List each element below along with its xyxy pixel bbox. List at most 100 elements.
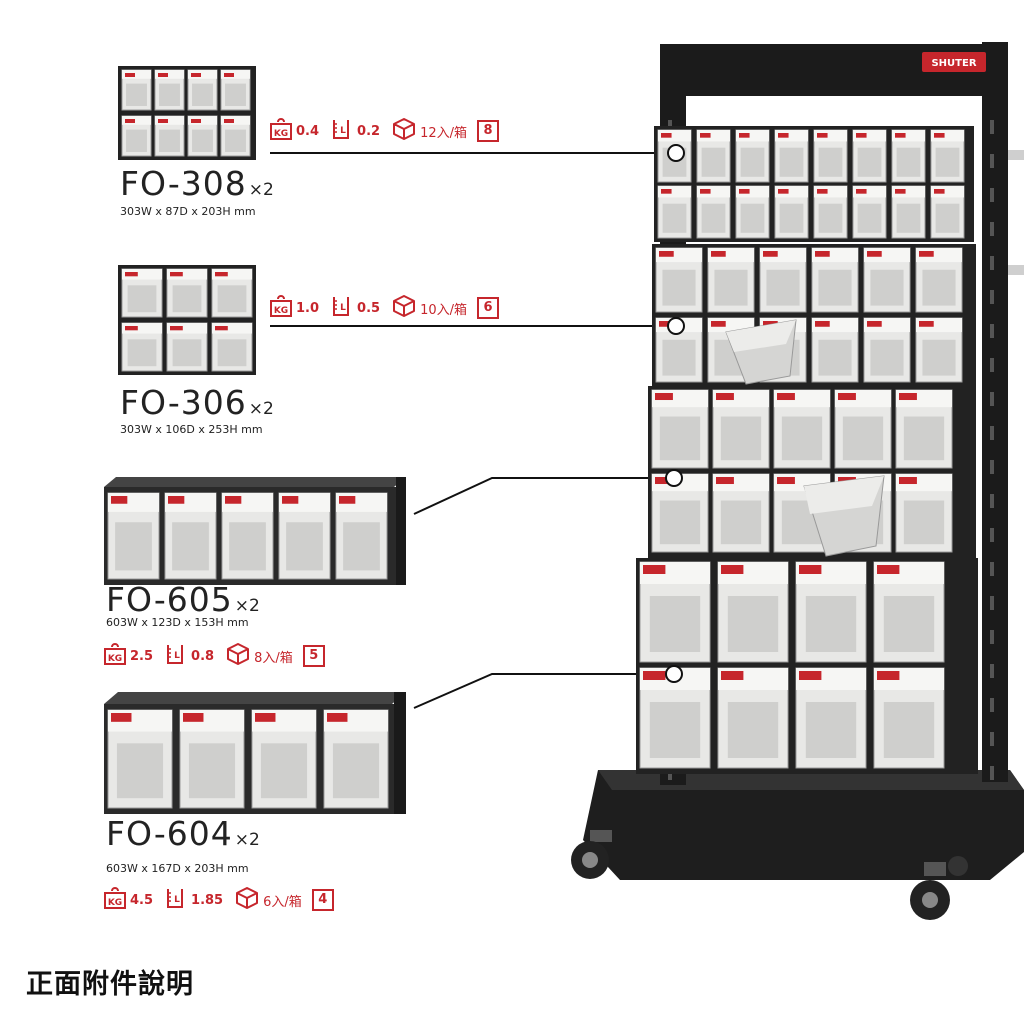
- storage-bin: [221, 492, 274, 580]
- count-badge: 4: [311, 889, 334, 911]
- rack-base: [583, 770, 1024, 880]
- fo-604-spec-row: KG 4.5 L 1.85 6入/箱 4: [104, 886, 334, 914]
- svg-text:L: L: [174, 651, 180, 661]
- storage-bin: [811, 317, 859, 383]
- fo-605-title: FO-605×2: [106, 583, 260, 616]
- storage-bin: [639, 667, 711, 769]
- storage-bin: [154, 115, 185, 157]
- storage-bin: [639, 561, 711, 663]
- kg-weight-icon: KG: [270, 295, 292, 321]
- open-drawer: [725, 319, 797, 385]
- storage-bin: [166, 322, 208, 372]
- count-badge: 6: [477, 297, 499, 319]
- storage-bin: [251, 709, 317, 809]
- storage-bin: [187, 69, 218, 111]
- fo-308-dims: 303W x 87D x 203H mm: [120, 205, 256, 218]
- storage-bin: [915, 247, 963, 313]
- storage-bin: [107, 709, 173, 809]
- fo-306-image: [118, 265, 256, 375]
- storage-bin: [795, 561, 867, 663]
- svg-text:L: L: [340, 126, 346, 136]
- carton-box-icon: [235, 886, 259, 914]
- storage-bin: [696, 129, 731, 183]
- carton-box-icon: [226, 642, 250, 670]
- carton-box-icon: [392, 117, 416, 145]
- storage-bin: [154, 69, 185, 111]
- storage-bin: [717, 561, 789, 663]
- fo-605-image: [104, 477, 406, 585]
- storage-bin: [873, 667, 945, 769]
- storage-bin: [166, 268, 208, 318]
- storage-bin: [891, 185, 926, 239]
- fo-605-spec-row: KG 2.5 L 0.8 8入/箱 5: [104, 642, 325, 670]
- caster-wheel: [910, 862, 950, 920]
- brand-logo: SHUTER: [931, 58, 976, 69]
- qty: ×2: [248, 180, 274, 200]
- storage-bin: [863, 247, 911, 313]
- storage-bin: [895, 473, 953, 553]
- volume-value: 0.8: [191, 648, 215, 664]
- qty: ×2: [234, 596, 260, 616]
- kg-weight-icon: KG: [104, 643, 126, 669]
- count-badge: 5: [302, 645, 325, 667]
- qty: ×2: [248, 399, 274, 419]
- qty: ×2: [234, 830, 260, 850]
- carton-box-icon: [392, 294, 416, 322]
- storage-bin: [930, 129, 965, 183]
- fo-306-title: FO-306×2: [120, 386, 274, 419]
- storage-bin: [811, 247, 859, 313]
- fo-306-spec-row: KG 1.0 L 0.5 10入/箱 6: [270, 294, 499, 322]
- storage-bin: [220, 115, 251, 157]
- model-name: FO-605: [106, 580, 233, 619]
- storage-bin: [121, 69, 152, 111]
- fo-308-title: FO-308×2: [120, 167, 274, 200]
- storage-bin: [774, 129, 809, 183]
- volume-value: 0.5: [357, 300, 381, 316]
- svg-text:KG: KG: [274, 129, 288, 139]
- storage-bin: [655, 317, 703, 383]
- storage-bin: [335, 492, 388, 580]
- liter-volume-icon: L: [331, 118, 353, 144]
- storage-bin: [735, 185, 770, 239]
- caster-wheel: [571, 830, 612, 879]
- fo-604-image: [104, 692, 406, 814]
- svg-text:L: L: [340, 303, 346, 313]
- storage-bin: [852, 185, 887, 239]
- kg-weight-icon: KG: [270, 118, 292, 144]
- storage-bin: [121, 268, 163, 318]
- storage-bin: [773, 389, 831, 469]
- storage-bin: [759, 247, 807, 313]
- kg-weight-icon: KG: [104, 887, 126, 913]
- storage-bin: [696, 185, 731, 239]
- storage-bin: [930, 185, 965, 239]
- storage-bin: [813, 129, 848, 183]
- storage-bin: [895, 389, 953, 469]
- storage-bin: [655, 247, 703, 313]
- count-badge: 8: [477, 120, 499, 142]
- fo-306-dims: 303W x 106D x 253H mm: [120, 423, 263, 436]
- volume-value: 0.2: [357, 123, 381, 139]
- storage-bin: [813, 185, 848, 239]
- storage-bin: [107, 492, 160, 580]
- weight-value: 0.4: [296, 123, 320, 139]
- open-drawer: [803, 475, 885, 557]
- pack-qty: 10入/箱: [420, 302, 467, 318]
- storage-bin: [873, 561, 945, 663]
- storage-bin: [164, 492, 217, 580]
- model-name: FO-308: [120, 164, 247, 203]
- storage-bin: [323, 709, 389, 809]
- callout-marker: [665, 665, 683, 683]
- svg-text:KG: KG: [274, 306, 288, 316]
- storage-bin: [852, 129, 887, 183]
- pack-qty: 8入/箱: [254, 650, 293, 666]
- svg-text:L: L: [174, 895, 180, 905]
- storage-bin: [651, 473, 709, 553]
- fo-308-spec-row: KG 0.4 L 0.2 12入/箱 8: [270, 117, 499, 145]
- weight-value: 4.5: [130, 892, 154, 908]
- storage-bin: [121, 322, 163, 372]
- storage-bin: [121, 115, 152, 157]
- liter-volume-icon: L: [165, 643, 187, 669]
- storage-bin: [717, 667, 789, 769]
- pack-qty: 6入/箱: [263, 894, 302, 910]
